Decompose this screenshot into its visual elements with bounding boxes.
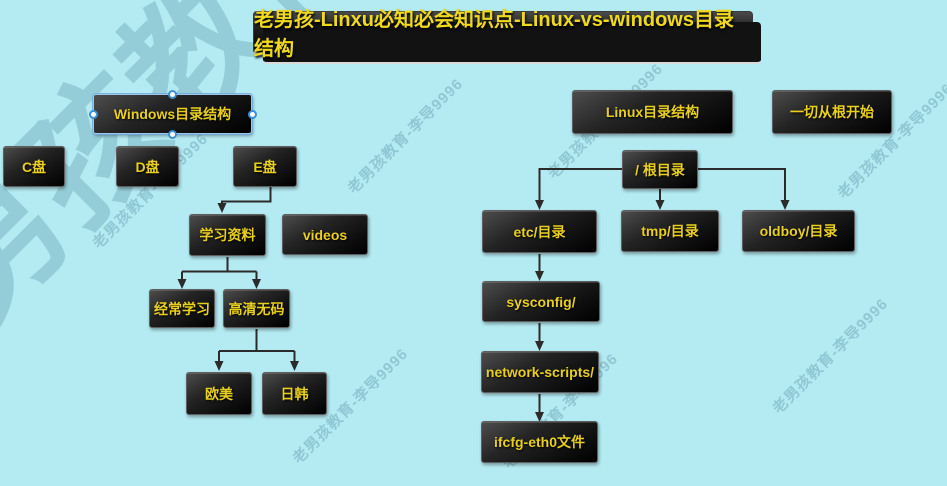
node-network-scripts[interactable]: network-scripts/ [481,351,599,393]
node-often-study[interactable]: 经常学习 [149,289,215,328]
selection-handle-left[interactable] [88,109,98,119]
diagram-title[interactable]: 老男孩-Linxu必知必会知识点-Linux-vs-windows目录结构 [253,9,761,64]
node-japan-korea[interactable]: 日韩 [262,372,327,415]
node-c-drive[interactable]: C盘 [3,146,65,187]
node-sysconfig[interactable]: sysconfig/ [482,281,600,322]
node-linux-root[interactable]: Linux目录结构 [572,90,733,134]
node-windows-root[interactable]: Windows目录结构 [93,94,252,134]
node-tmp-dir[interactable]: tmp/目录 [621,210,719,252]
node-videos[interactable]: videos [282,214,368,255]
node-oldboy-dir[interactable]: oldboy/目录 [742,210,855,252]
node-europe-us[interactable]: 欧美 [186,372,252,415]
node-e-drive[interactable]: E盘 [233,146,297,187]
node-etc-dir[interactable]: etc/目录 [482,210,597,253]
selection-handle-top[interactable] [168,89,177,99]
node-root-dir[interactable]: / 根目录 [622,150,698,189]
node-hd-uncensored[interactable]: 高清无码 [223,289,290,328]
node-ifcfg-eth0[interactable]: ifcfg-eth0文件 [481,421,598,463]
node-d-drive[interactable]: D盘 [116,146,179,187]
node-study-material[interactable]: 学习资料 [189,214,266,256]
selection-handle-bottom[interactable] [168,129,177,139]
node-root-note[interactable]: 一切从根开始 [772,90,892,134]
selection-handle-right[interactable] [247,109,257,119]
